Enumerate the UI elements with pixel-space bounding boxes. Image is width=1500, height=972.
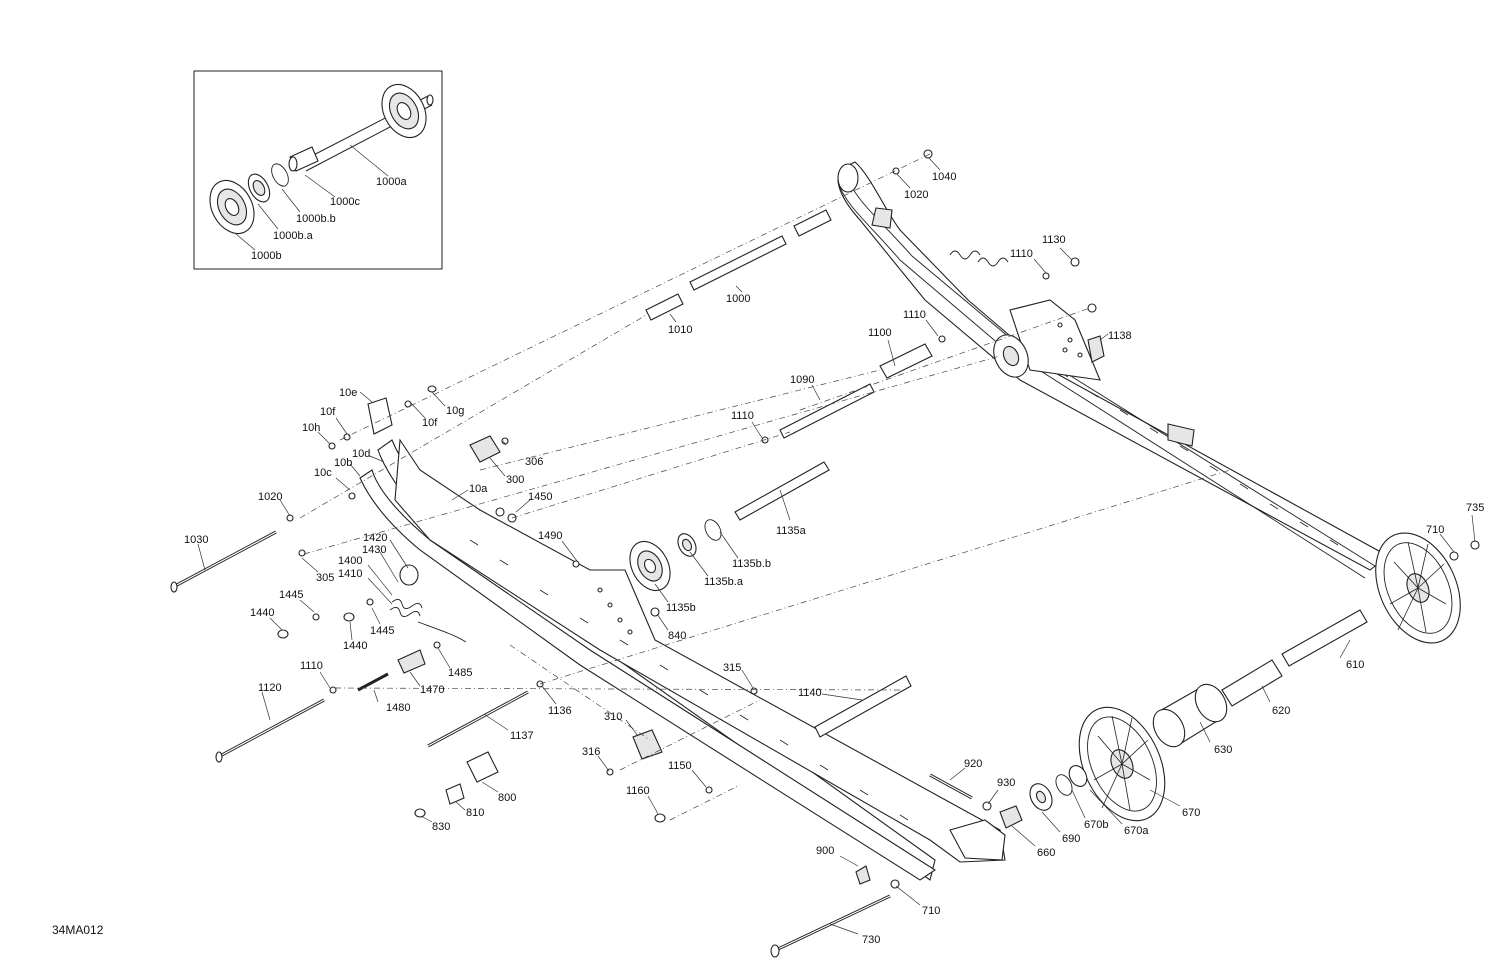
- label-840: 840: [668, 630, 686, 642]
- left-rail-slots: [469, 539, 909, 821]
- label-1130: 1130: [1042, 234, 1066, 246]
- label-1090: 1090: [790, 374, 814, 386]
- label-1135b-a: 1135b.a: [704, 576, 744, 588]
- label-930: 930: [997, 777, 1015, 789]
- label-1000b-b: 1000b.b: [296, 213, 336, 225]
- label-1136: 1136: [548, 705, 572, 717]
- label-1010: 1010: [668, 324, 692, 336]
- right-rail: [837, 161, 1389, 579]
- label-1450: 1450: [528, 491, 552, 503]
- label-710-a: 710: [1426, 524, 1444, 536]
- label-660: 660: [1037, 847, 1055, 859]
- label-1490: 1490: [538, 530, 562, 542]
- label-1480: 1480: [386, 702, 410, 714]
- label-10f-1: 10f: [320, 406, 336, 418]
- label-730: 730: [862, 934, 880, 946]
- left-rail: [359, 438, 1006, 881]
- part-labels: 1040 1020 1130 1110 1138 1000 1010 1110 …: [184, 171, 1484, 946]
- label-10e: 10e: [339, 387, 357, 399]
- label-1000: 1000: [726, 293, 750, 305]
- label-1020-right: 1020: [904, 189, 928, 201]
- label-690: 690: [1062, 833, 1080, 845]
- label-10a: 10a: [469, 483, 488, 495]
- inset-snap-ring: [271, 163, 289, 187]
- label-10h: 10h: [302, 422, 320, 434]
- label-1137: 1137: [510, 730, 534, 742]
- label-1410: 1410: [338, 568, 362, 580]
- label-1445-a: 1445: [279, 589, 303, 601]
- label-1140: 1140: [798, 687, 822, 699]
- drawing-code: 34MA012: [52, 923, 104, 937]
- label-10b: 10b: [334, 457, 352, 469]
- leader-lines: [197, 157, 1476, 935]
- label-10f-2: 10f: [422, 417, 438, 429]
- label-1440-b: 1440: [343, 640, 367, 652]
- fasteners: [277, 149, 1480, 889]
- label-1120: 1120: [258, 682, 282, 694]
- label-300: 300: [506, 474, 524, 486]
- label-1000b: 1000b: [251, 250, 282, 262]
- label-306: 306: [525, 456, 543, 468]
- label-630: 630: [1214, 744, 1232, 756]
- cross-shafts: [170, 209, 1368, 958]
- inset-bearing-top: [381, 84, 427, 138]
- label-1135a: 1135a: [776, 525, 807, 537]
- label-735: 735: [1466, 502, 1484, 514]
- label-1110-d: 1110: [300, 660, 323, 672]
- label-316: 316: [582, 746, 600, 758]
- label-1110-c: 1110: [731, 410, 754, 422]
- label-670: 670: [1182, 807, 1200, 819]
- label-810: 810: [466, 807, 484, 819]
- inset-labels: 1000a 1000c 1000b.b 1000b.a 1000b: [251, 176, 407, 262]
- spacer-630: [1152, 683, 1228, 748]
- label-830: 830: [432, 821, 450, 833]
- label-1138: 1138: [1108, 330, 1132, 342]
- label-315: 315: [723, 662, 741, 674]
- label-1000b-a: 1000b.a: [273, 230, 314, 242]
- label-10g: 10g: [446, 405, 464, 417]
- label-610: 610: [1346, 659, 1364, 671]
- label-620: 620: [1272, 705, 1290, 717]
- label-310: 310: [604, 711, 622, 723]
- wheel-670: [1078, 706, 1166, 822]
- label-800: 800: [498, 792, 516, 804]
- inset-spacer: [288, 146, 319, 172]
- right-rail-idler: [993, 334, 1029, 378]
- label-920: 920: [964, 758, 982, 770]
- label-10d: 10d: [352, 448, 370, 460]
- label-1485: 1485: [448, 667, 472, 679]
- wheel-710: [1375, 532, 1461, 644]
- bearing-1135b: [629, 540, 671, 592]
- label-1445-b: 1445: [370, 625, 394, 637]
- label-1420: 1420: [363, 532, 387, 544]
- small-components: [277, 149, 1480, 889]
- label-1160: 1160: [626, 785, 650, 797]
- label-710-b: 710: [922, 905, 940, 917]
- label-1100: 1100: [868, 327, 892, 339]
- label-670b: 670b: [1084, 819, 1108, 831]
- label-1000a: 1000a: [376, 176, 407, 188]
- label-1020-left: 1020: [258, 491, 282, 503]
- label-670a: 670a: [1124, 825, 1149, 837]
- label-1400: 1400: [338, 555, 362, 567]
- label-1040: 1040: [932, 171, 956, 183]
- label-10c: 10c: [314, 467, 332, 479]
- label-305: 305: [316, 572, 334, 584]
- label-900: 900: [816, 845, 834, 857]
- label-1150: 1150: [668, 760, 692, 772]
- label-1110-a: 1110: [1010, 248, 1033, 260]
- label-1135b: 1135b: [666, 602, 696, 614]
- label-1110-b: 1110: [903, 309, 926, 321]
- label-1030: 1030: [184, 534, 208, 546]
- inset-small-bearing: [247, 173, 271, 203]
- label-1470: 1470: [420, 684, 444, 696]
- label-1440-a: 1440: [250, 607, 274, 619]
- inset-bearing-bottom: [209, 180, 255, 234]
- label-1135b-b: 1135b.b: [732, 558, 771, 570]
- assembly-lines: [299, 153, 1231, 821]
- label-1430: 1430: [362, 544, 386, 556]
- label-1000c: 1000c: [330, 196, 360, 208]
- inset-detail-box: [193, 70, 443, 270]
